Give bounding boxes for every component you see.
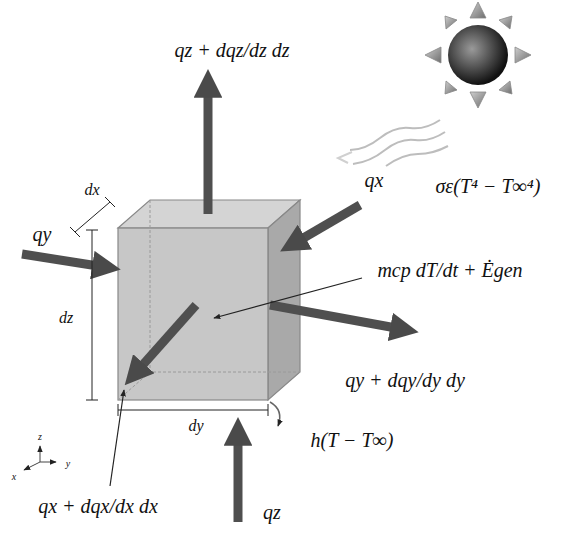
axis-triad bbox=[24, 446, 56, 470]
control-volume-cube bbox=[118, 200, 300, 400]
flux-arrows bbox=[22, 92, 396, 522]
axis-label: y bbox=[64, 458, 72, 469]
flux-label: qy + dqy/dy dy bbox=[343, 369, 467, 391]
flux-label: qy bbox=[31, 223, 54, 245]
storage-label: mcp dT/dt + Ėgen bbox=[375, 259, 524, 281]
dimension-label: dy bbox=[186, 417, 205, 435]
dimension-label: dx bbox=[82, 181, 101, 199]
axis-label: z bbox=[36, 431, 44, 442]
flux-label: qz bbox=[261, 501, 283, 523]
radiation-waves bbox=[338, 120, 448, 166]
axis-label: x bbox=[10, 471, 18, 482]
sun bbox=[425, 2, 531, 108]
flux-label: qx + dqx/dx dx bbox=[36, 495, 160, 517]
convection-arrow bbox=[270, 402, 280, 426]
flux-label: qx bbox=[363, 169, 386, 191]
convection-label: h(T − T∞) bbox=[309, 429, 396, 451]
dimension-label: dz bbox=[57, 309, 75, 327]
dimension-lines bbox=[70, 197, 268, 416]
flux-label: qz + dqz/dz dz bbox=[172, 39, 291, 61]
radiation-label: σε(T⁴ − T∞⁴) bbox=[434, 175, 543, 197]
leader-line bbox=[110, 390, 124, 486]
leader-line bbox=[214, 278, 362, 318]
